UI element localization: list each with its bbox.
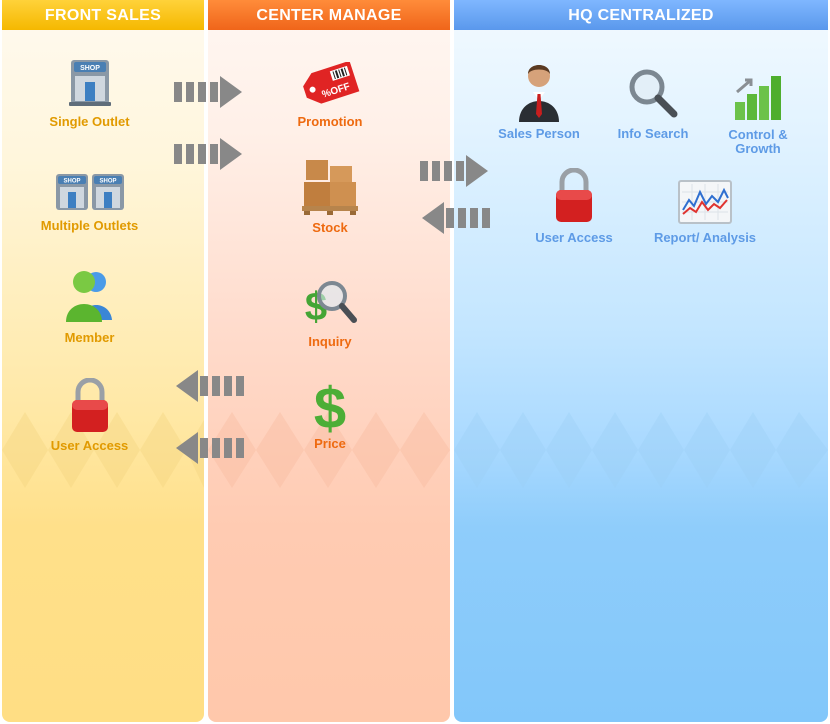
inquiry-item[interactable]: $ Inquiry [260,276,400,349]
shop-icon: SHOP [68,60,111,106]
zigzag-band [2,412,204,488]
center-manage-column: CENTER MANAGE %OFF Promotion [208,0,450,722]
front-user-access-item[interactable]: User Access [22,378,157,453]
arrow-left-icon [422,202,490,234]
padlock-icon [556,168,592,222]
multiple-outlets-label: Multiple Outlets [40,218,139,233]
zigzag-band [454,412,828,488]
stock-item[interactable]: Stock [260,156,400,235]
svg-text:SHOP: SHOP [63,179,80,185]
line-chart-icon [678,180,732,224]
front-user-access-label: User Access [50,438,129,453]
svg-text:SHOP: SHOP [99,179,116,185]
dollar-magnifier-icon: $ [305,281,357,328]
center-manage-header: CENTER MANAGE [208,0,450,30]
control-growth-label: Control & Growth [708,128,808,156]
sales-person-label: Sales Person [498,126,580,141]
svg-text:$: $ [314,376,346,434]
arrow-left-icon [176,432,244,464]
arrow-right-icon [420,155,488,187]
member-label: Member [64,330,115,345]
sales-person-item[interactable]: Sales Person [484,60,594,141]
arrow-right-icon [174,76,242,108]
hq-user-access-item[interactable]: User Access [514,168,634,245]
control-growth-label-line2: Growth [735,141,781,156]
magnifier-icon [629,69,678,118]
dollar-sign-icon: $ [314,376,346,434]
report-analysis-label: Report/ Analysis [653,230,757,245]
svg-text:SHOP: SHOP [80,65,100,72]
arrow-left-icon [176,370,244,402]
control-growth-item[interactable]: Control & Growth [708,72,808,156]
boxes-pallet-icon [302,160,358,215]
zigzag-band [208,412,450,488]
info-search-item[interactable]: Info Search [598,66,708,141]
discount-tag-icon: %OFF [303,62,360,104]
control-growth-label-line1: Control & [728,127,788,142]
stock-label: Stock [312,220,348,235]
inquiry-label: Inquiry [308,334,352,349]
padlock-icon [71,378,108,432]
front-sales-header: FRONT SALES [2,0,204,30]
member-item[interactable]: Member [22,266,157,345]
promotion-item[interactable]: %OFF Promotion [260,62,400,129]
promotion-label: Promotion [297,114,363,129]
growth-chart-icon [735,76,781,120]
info-search-label: Info Search [617,126,689,141]
price-label: Price [314,436,346,451]
members-icon [65,271,112,322]
single-outlet-item[interactable]: SHOP Single Outlet [22,56,157,129]
hq-user-access-label: User Access [535,230,613,245]
shops-icon: SHOP SHOP [55,174,124,210]
price-item[interactable]: $ Price [260,376,400,451]
single-outlet-label: Single Outlet [49,114,130,129]
arrow-right-icon [174,138,242,170]
hq-centralized-header: HQ CENTRALIZED [454,0,828,30]
businessman-icon [519,65,559,122]
multiple-outlets-item[interactable]: SHOP SHOP Multiple Outlets [22,170,157,233]
report-analysis-item[interactable]: Report/ Analysis [640,180,770,245]
hq-centralized-column: HQ CENTRALIZED Sales Person Info Search [454,0,828,722]
front-sales-column: FRONT SALES SHOP Single Outlet SHOP [2,0,204,722]
